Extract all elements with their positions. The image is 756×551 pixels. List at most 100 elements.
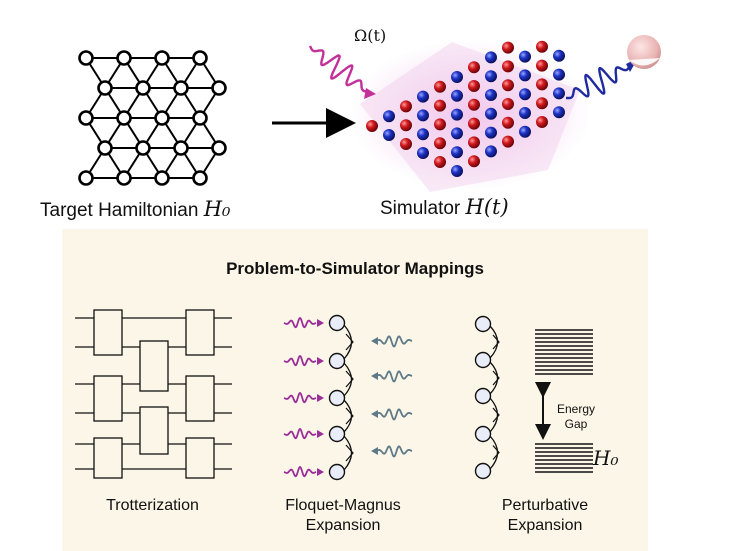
blue-atom — [451, 89, 463, 102]
blue-atom — [485, 145, 497, 158]
blue-atom — [451, 165, 463, 177]
blue-atom — [519, 50, 531, 63]
panel-title: Problem-to-Simulator Mappings — [226, 259, 484, 278]
blue-atom — [383, 110, 395, 123]
simulator-math: H(t) — [465, 195, 509, 219]
coupling-arrow — [345, 333, 354, 351]
simulator-label: Simulator H(t) — [380, 195, 509, 220]
blue-atom — [485, 126, 497, 139]
slate-wave-small — [375, 408, 413, 421]
slate-arrowhead-small — [371, 410, 378, 418]
detector-icon — [627, 35, 661, 69]
slate-arrowhead-small — [371, 337, 378, 345]
red-atom — [536, 59, 548, 72]
red-atom — [502, 98, 514, 110]
output-wave — [566, 65, 631, 100]
drive-wave-arrowhead — [364, 88, 376, 99]
coupling-arrow — [492, 407, 500, 423]
qubit-node — [474, 387, 492, 405]
blue-atom — [485, 107, 497, 120]
red-atom — [502, 41, 514, 54]
lattice-site — [192, 170, 208, 186]
red-atom — [400, 100, 412, 113]
blue-atom — [451, 146, 463, 159]
blue-atom — [451, 108, 463, 121]
coupling-arc — [343, 362, 353, 397]
lattice-site — [192, 50, 208, 66]
qubit-node — [328, 425, 346, 443]
drive-wave-small — [283, 317, 317, 329]
drive-wave-small — [283, 466, 317, 478]
perturbative-caption: Perturbative Expansion — [485, 496, 605, 536]
drive-label: Ω(t) — [354, 26, 387, 45]
red-atom — [502, 135, 514, 148]
simulator-label-text: Simulator — [380, 198, 461, 219]
red-atom — [536, 97, 548, 110]
coupling-arc — [489, 325, 499, 359]
coupling-arc — [343, 435, 353, 471]
h0-label: H₀ — [593, 446, 619, 470]
blue-atom — [451, 71, 463, 83]
target-math: H₀ — [203, 197, 231, 221]
red-atom — [468, 98, 480, 111]
floquet-caption: Floquet-Magnus Expansion — [268, 496, 418, 536]
red-atom — [400, 138, 412, 150]
target-label-text: Target Hamiltonian — [40, 200, 199, 221]
red-atom — [468, 61, 480, 74]
energy-label-line1: Energy — [556, 402, 596, 416]
coupling-arrow — [345, 444, 354, 462]
target-hamiltonian-label: Target Hamiltonian H₀ — [40, 197, 230, 222]
lattice-site — [78, 110, 94, 126]
lattice-site — [116, 50, 132, 66]
blue-atom — [417, 147, 429, 159]
coupling-arrow — [492, 370, 500, 386]
lattice-site — [116, 110, 132, 126]
red-atom — [502, 79, 514, 92]
blue-atom — [485, 70, 497, 83]
red-atom — [468, 155, 480, 168]
slate-wave-small — [375, 445, 413, 458]
lattice-site — [135, 80, 151, 96]
red-atom — [434, 99, 446, 112]
blue-atom — [519, 69, 531, 82]
lattice-site — [78, 170, 94, 186]
lattice-site — [173, 140, 189, 156]
red-atom — [468, 80, 480, 92]
floquet-diagram — [283, 314, 413, 481]
blue-atom — [451, 127, 463, 140]
coupling-arc — [489, 361, 499, 395]
coupling-arc — [343, 399, 353, 433]
blue-atom — [553, 68, 565, 81]
lattice-site — [211, 140, 227, 156]
blue-atom — [553, 87, 565, 100]
energy-gap-label: Energy Gap — [548, 402, 604, 432]
coupling-arrow — [345, 407, 354, 425]
drive-wave — [308, 45, 369, 94]
blue-atom — [519, 107, 531, 119]
drive-arrowhead-small — [317, 468, 324, 476]
red-atom — [434, 137, 446, 150]
coupling-arrow — [345, 370, 354, 388]
lattice-site — [97, 140, 113, 156]
blue-atom — [553, 49, 565, 62]
blue-atom — [485, 51, 497, 64]
qubit-node — [328, 352, 346, 370]
lattice-site — [211, 80, 227, 96]
qubit-node — [474, 462, 492, 480]
lattice-site — [97, 80, 113, 96]
red-atom — [536, 40, 548, 53]
drive-arrowhead-small — [317, 394, 324, 402]
qubit-node — [328, 314, 346, 332]
atom-array — [366, 40, 565, 177]
perturbative-caption-line2: Expansion — [507, 517, 583, 534]
red-atom — [434, 80, 446, 93]
drive-wave-small — [283, 428, 317, 440]
blue-atom — [519, 88, 531, 101]
trotter-circuit — [75, 309, 232, 479]
qubit-node — [474, 425, 492, 443]
drive-arrowhead-small — [317, 430, 324, 438]
slate-wave-small — [375, 335, 413, 348]
red-atom — [536, 78, 548, 91]
floquet-caption-line2: Expansion — [305, 517, 381, 534]
